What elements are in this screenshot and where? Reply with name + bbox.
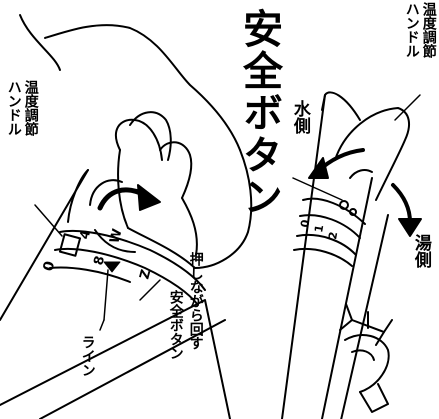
right-hose-coupling [339, 303, 393, 413]
left-safety-button [58, 233, 82, 257]
left-leaders [34, 204, 161, 331]
left-dial-rings [49, 229, 206, 306]
right-temp-handle [334, 107, 411, 201]
push-and-turn-label: 押しながら回す [187, 252, 204, 350]
dial-mark-w: W [107, 227, 125, 245]
dial-mark-z: Z [137, 268, 154, 281]
left-hand [19, 14, 253, 269]
hot-side-label: 湯側 [410, 234, 431, 268]
safety-button-small-label: 安全ボタン [167, 290, 184, 360]
dial-mark-0: 0 [298, 218, 312, 228]
left-temp-handle-label-line1: 温度調節 [22, 80, 39, 136]
dial-mark-1: 1 [312, 224, 326, 234]
water-side-arrow [308, 148, 365, 179]
left-dial-marks: 4 0 8 Z W [40, 227, 154, 281]
right-handle-leader [394, 94, 421, 121]
left-faucet-body [0, 169, 231, 419]
dial-mark-4: 4 [77, 228, 94, 241]
dial-mark-0-left: 0 [40, 259, 58, 273]
right-dial-marks: 0 1 2 [298, 218, 340, 240]
right-dial-rings [293, 197, 366, 267]
dial-line-marker [103, 261, 121, 273]
safety-button-leader [292, 177, 343, 201]
right-faucet-body [281, 91, 389, 419]
rotate-arrow [97, 184, 161, 211]
left-temp-handle-label-line2: ハンドル [5, 80, 22, 136]
water-side-label: 水側 [289, 100, 310, 134]
right-temp-handle-label-line2: ハンドル [403, 2, 420, 58]
line-label: ライン [79, 335, 96, 377]
dial-mark-2: 2 [326, 231, 340, 241]
hot-side-arrow [391, 183, 422, 237]
dial-mark-8: 8 [91, 254, 108, 267]
safety-button-title: 安全ボタン [236, 8, 282, 218]
right-temp-handle-label-line1: 温度調節 [420, 2, 437, 58]
